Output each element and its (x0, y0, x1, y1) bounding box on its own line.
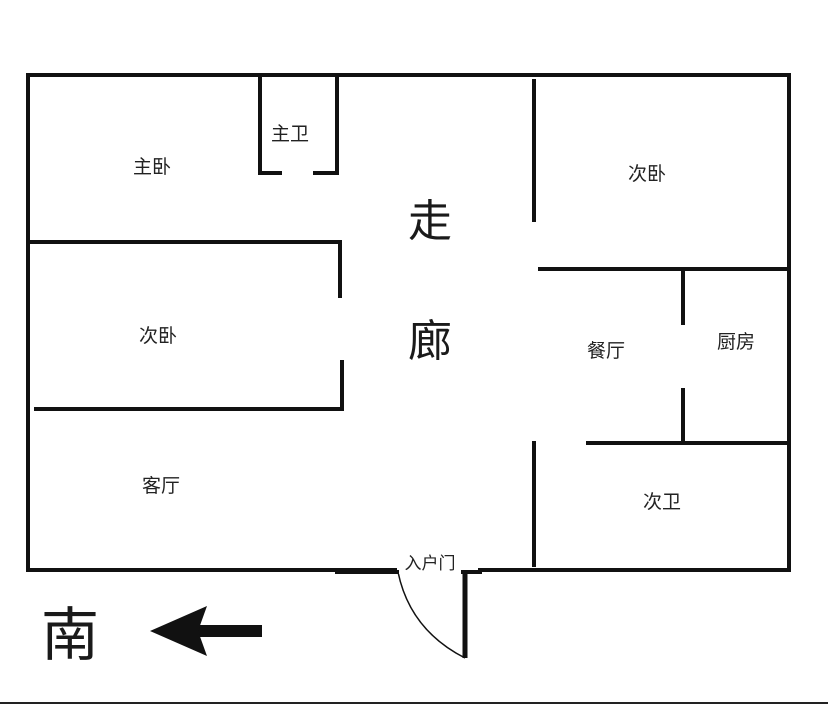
door-swing-arc (397, 571, 466, 659)
compass-label: 南 (41, 601, 99, 669)
arrow-shaft (196, 625, 262, 637)
entrance-door (397, 571, 468, 659)
room-label-second-bedroom-west: 次卧 (139, 325, 177, 347)
corridor-label-top: 走 (408, 196, 452, 247)
corridor-label-bottom: 廊 (408, 316, 452, 367)
compass: 南 (41, 601, 262, 669)
room-label-second-bath: 次卫 (643, 491, 681, 513)
room-label-second-bedroom-east: 次卧 (628, 163, 666, 185)
room-label-kitchen: 厨房 (717, 331, 755, 353)
entrance-label-bg (399, 550, 461, 574)
room-label-master-bath: 主卫 (271, 123, 309, 145)
arrow-left-icon (150, 606, 262, 656)
interior-walls (26, 73, 791, 574)
room-label-dining-room: 餐厅 (587, 340, 625, 362)
entrance-label: 入户门 (405, 554, 456, 574)
room-label-living-room: 客厅 (142, 475, 180, 497)
arrow-head (150, 606, 207, 656)
room-label-master-bedroom: 主卧 (133, 156, 171, 178)
outer-walls (26, 73, 791, 572)
